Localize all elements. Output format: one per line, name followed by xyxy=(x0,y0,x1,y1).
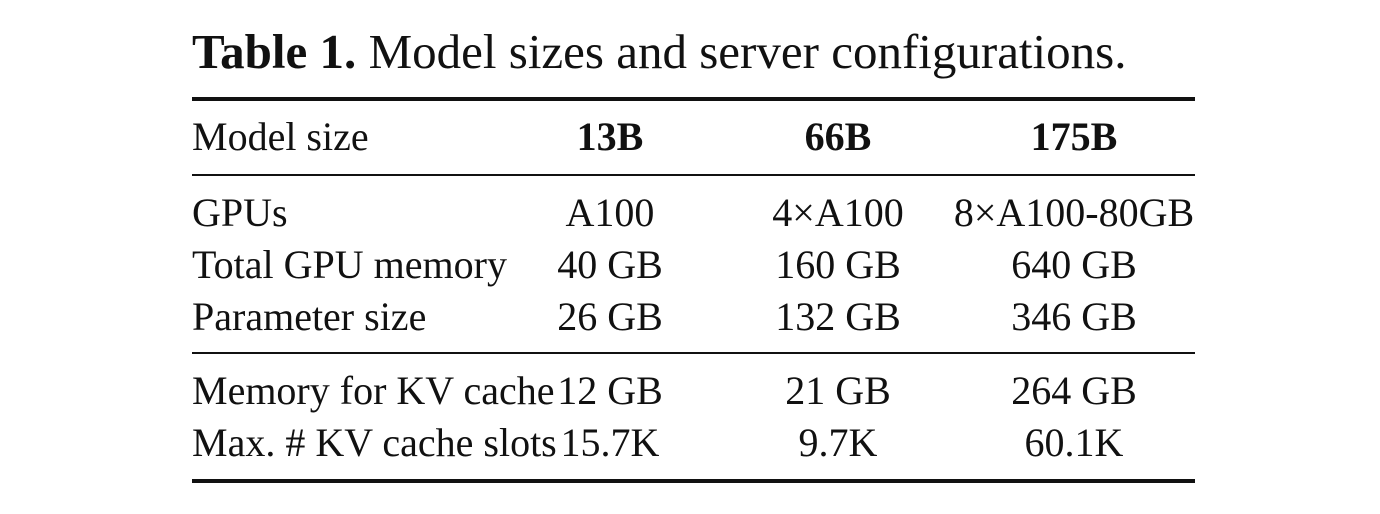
row-label: Total GPU memory xyxy=(192,242,507,287)
row-label: Parameter size xyxy=(192,294,427,339)
table-caption-text: Model sizes and server configurations. xyxy=(368,24,1127,79)
table-cell: 9.7K xyxy=(798,420,878,465)
table-cell: 160 GB xyxy=(775,242,901,287)
table-cell: 4×A100 xyxy=(772,190,904,235)
header-cell-66b: 66B xyxy=(804,114,872,159)
table-cell: 60.1K xyxy=(1024,420,1124,465)
table-row: Parameter size 26 GB 132 GB 346 GB xyxy=(192,292,1195,342)
header-rule xyxy=(192,174,1195,176)
section-rule xyxy=(192,352,1195,354)
header-cell-175b: 175B xyxy=(1030,114,1118,159)
table-row: Total GPU memory 40 GB 160 GB 640 GB xyxy=(192,240,1195,290)
bottom-rule xyxy=(192,479,1195,483)
table-header-row: Model size 13B 66B 175B xyxy=(192,112,1195,162)
table-row: Memory for KV cache 12 GB 21 GB 264 GB xyxy=(192,366,1195,416)
row-label: Max. # KV cache slots xyxy=(192,420,557,465)
table-cell: 12 GB xyxy=(557,368,663,413)
top-rule xyxy=(192,97,1195,101)
table-cell: 132 GB xyxy=(775,294,901,339)
table-caption-label: Table 1. xyxy=(192,24,357,79)
row-label: GPUs xyxy=(192,190,288,235)
table-cell: 21 GB xyxy=(785,368,891,413)
table-cell: 640 GB xyxy=(1011,242,1137,287)
table-cell: 40 GB xyxy=(557,242,663,287)
header-cell-model-size: Model size xyxy=(192,114,369,159)
table-cell: 346 GB xyxy=(1011,294,1137,339)
table-cell: A100 xyxy=(565,190,655,235)
table-row: Max. # KV cache slots 15.7K 9.7K 60.1K xyxy=(192,418,1195,468)
header-cell-13b: 13B xyxy=(576,114,644,159)
table-cell: 15.7K xyxy=(560,420,660,465)
row-label: Memory for KV cache xyxy=(192,368,555,413)
table-cell: 264 GB xyxy=(1011,368,1137,413)
table-cell: 8×A100-80GB xyxy=(953,190,1195,235)
table-row: GPUs A100 4×A100 8×A100-80GB xyxy=(192,188,1195,238)
table-caption: Table 1. Model sizes and server configur… xyxy=(192,22,1126,82)
table-cell: 26 GB xyxy=(557,294,663,339)
